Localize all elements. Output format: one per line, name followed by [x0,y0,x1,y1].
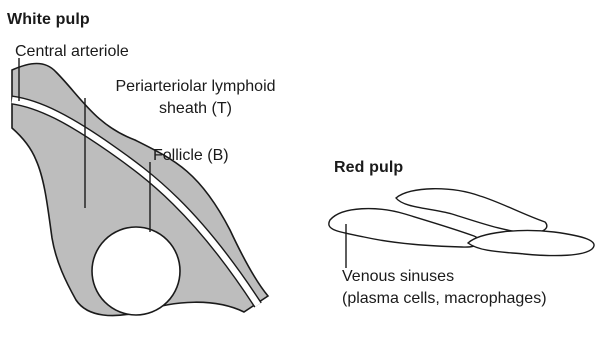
pals-label: Periarteriolar lymphoid sheath (T) [88,76,303,120]
pals-label-line1: Periarteriolar lymphoid [88,76,303,98]
red-pulp-heading: Red pulp [334,160,403,176]
venous-sinuses-line2: (plasma cells, macrophages) [342,288,547,310]
follicle-circle [92,227,180,315]
central-arteriole-label: Central arteriole [15,44,129,60]
white-pulp-heading: White pulp [7,12,90,28]
pals-label-line2: sheath (T) [88,98,303,120]
venous-sinus-right [468,230,594,255]
venous-sinuses-label: Venous sinuses (plasma cells, macrophage… [342,266,547,310]
venous-sinuses-line1: Venous sinuses [342,266,547,288]
follicle-label: Follicle (B) [153,148,229,164]
